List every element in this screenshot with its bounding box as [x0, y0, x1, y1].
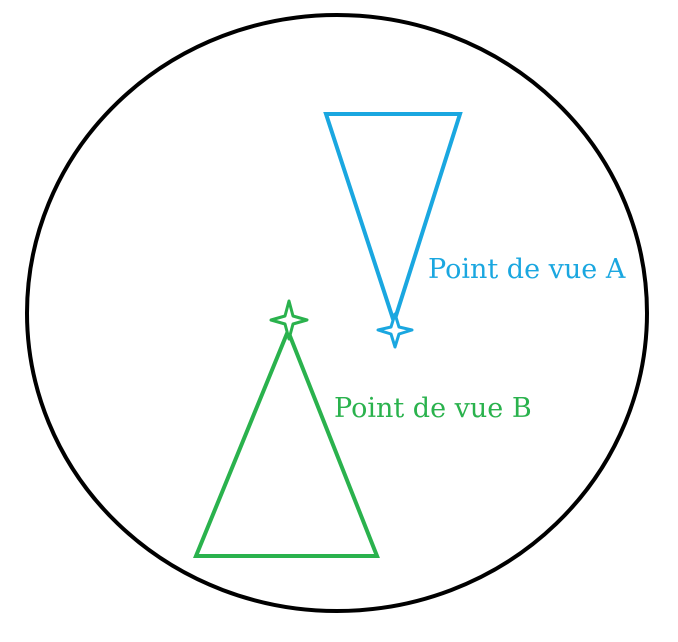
viewpoint-marker-a-icon	[376, 312, 414, 349]
view-cone-a	[323, 112, 463, 329]
view-label-b: Point de vue B	[334, 393, 532, 424]
view-label-a: Point de vue A	[428, 254, 626, 285]
viewpoint-marker-b-icon	[269, 299, 309, 341]
boundary-circle	[25, 13, 649, 613]
view-cone-b	[193, 325, 380, 558]
